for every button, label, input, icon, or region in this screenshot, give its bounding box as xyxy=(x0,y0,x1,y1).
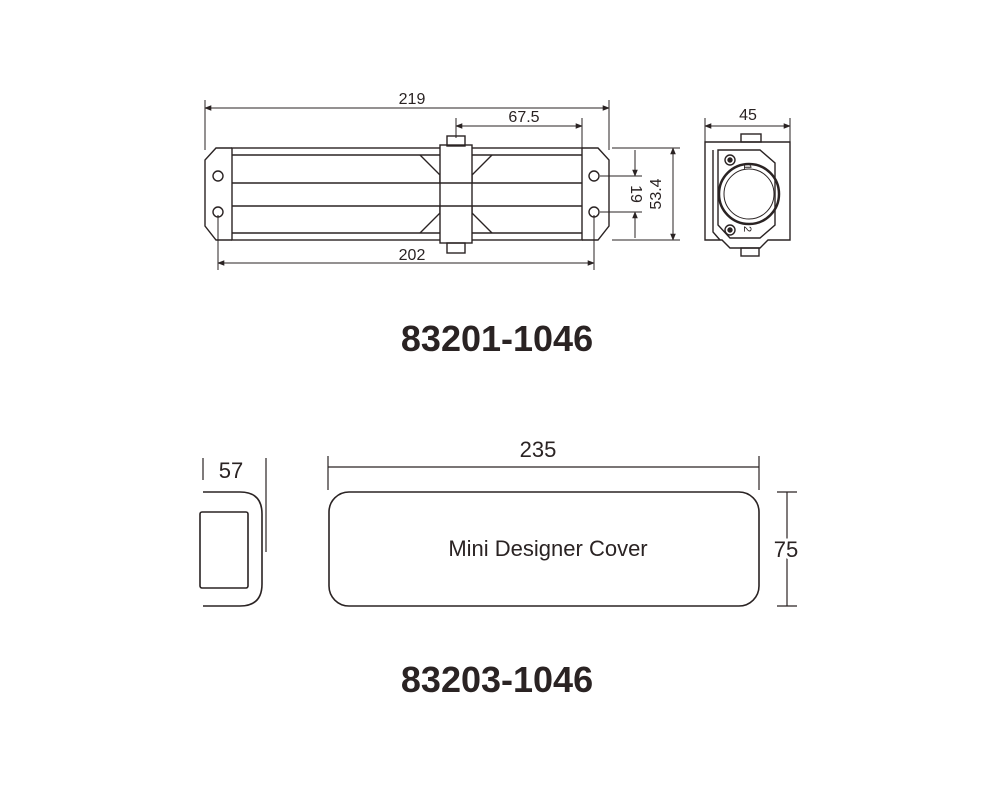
left-end-plate xyxy=(204,147,232,241)
mount-hole xyxy=(588,170,600,182)
side-spindle-top xyxy=(740,133,762,143)
cover-outline xyxy=(328,491,760,607)
spindle-bottom xyxy=(446,242,466,254)
dim-19: 19 xyxy=(627,185,644,203)
dim-219: 219 xyxy=(399,91,426,108)
side-spindle-bottom xyxy=(740,247,760,257)
part-number-1: 83201-1046 xyxy=(401,318,593,359)
cylinder-end xyxy=(717,162,781,226)
cover-label: Mini Designer Cover xyxy=(448,536,647,561)
dim-75: 75 xyxy=(774,537,798,562)
part-number-2: 83203-1046 xyxy=(401,659,593,700)
dim-53-4: 53.4 xyxy=(648,178,665,209)
dim-45: 45 xyxy=(739,107,757,124)
valve-2-label: 2 xyxy=(741,226,753,232)
valve-1-label: 1 xyxy=(741,164,753,170)
dim-57: 57 xyxy=(219,458,243,483)
cover-end-inner xyxy=(199,511,249,589)
dim-235: 235 xyxy=(520,437,557,462)
right-end-plate xyxy=(582,147,610,241)
side-outline xyxy=(704,141,791,249)
valve-2-icon xyxy=(724,224,736,236)
valve-1-icon xyxy=(724,154,736,166)
closer-side-view xyxy=(704,133,791,257)
cover-end-view xyxy=(199,458,267,607)
cover-end-outline xyxy=(203,491,263,607)
closer-front-view xyxy=(204,135,610,254)
cover-front-view xyxy=(327,456,797,607)
spindle-housing xyxy=(439,144,473,244)
closer-body xyxy=(231,147,583,241)
dim-67-5: 67.5 xyxy=(508,109,539,126)
mount-hole xyxy=(212,170,224,182)
dim-202: 202 xyxy=(399,247,426,264)
dimensions-1 xyxy=(204,100,791,270)
